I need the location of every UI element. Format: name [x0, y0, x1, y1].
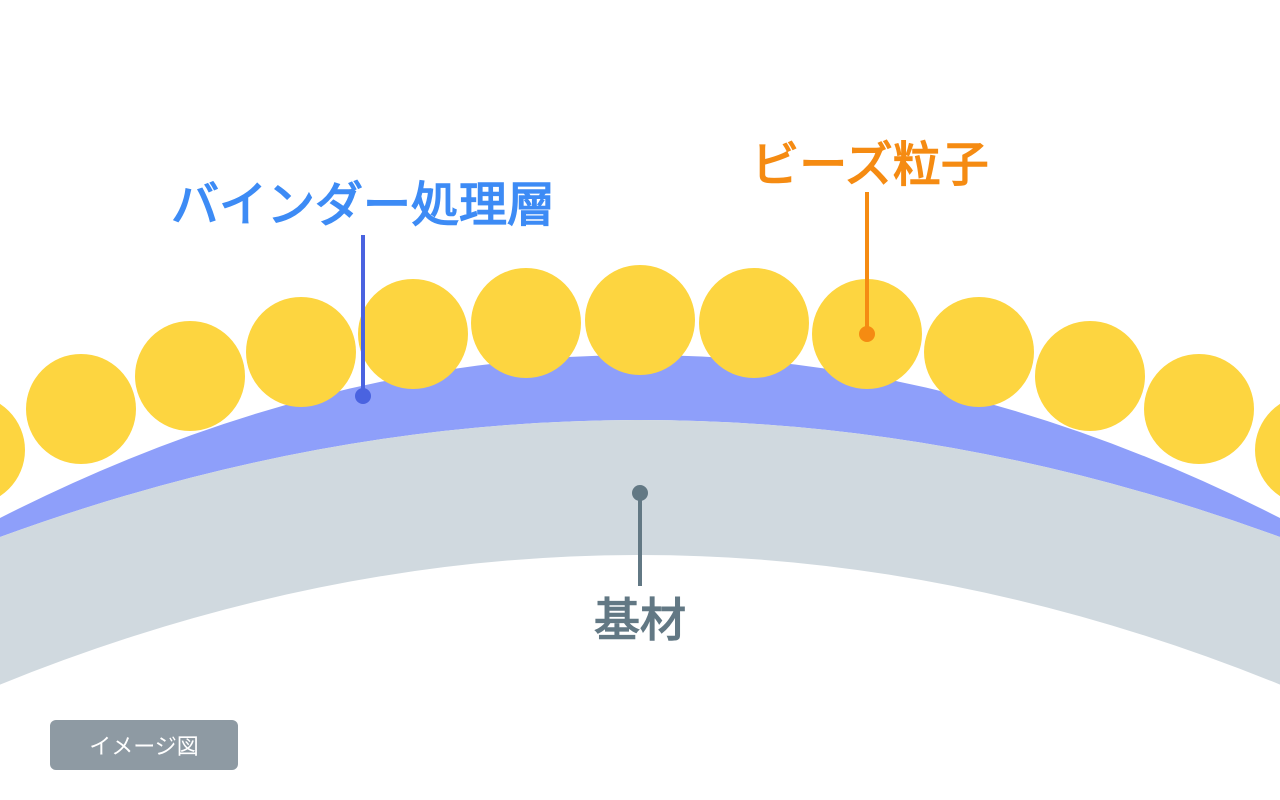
- bead-particle: [26, 354, 136, 464]
- bead-particle: [358, 279, 468, 389]
- image-note-badge: イメージ図: [50, 720, 238, 770]
- binder-label: バインダー処理層: [171, 177, 555, 233]
- bead-particle: [246, 297, 356, 407]
- bead-particle: [924, 297, 1034, 407]
- substrate-pointer-dot: [632, 485, 648, 501]
- bead-particle: [471, 268, 581, 378]
- bead-particle: [1035, 321, 1145, 431]
- bead-particle: [699, 268, 809, 378]
- bead-particle: [1144, 354, 1254, 464]
- beads-pointer-dot: [859, 326, 875, 342]
- bead-particles: [0, 265, 1280, 497]
- binder-pointer-dot: [355, 388, 371, 404]
- beads-label: ビーズ粒子: [751, 137, 989, 193]
- bead-particle: [135, 321, 245, 431]
- substrate-label: 基材: [594, 593, 686, 647]
- bead-particle: [0, 403, 25, 497]
- bead-particle: [585, 265, 695, 375]
- bead-particle: [1255, 403, 1280, 497]
